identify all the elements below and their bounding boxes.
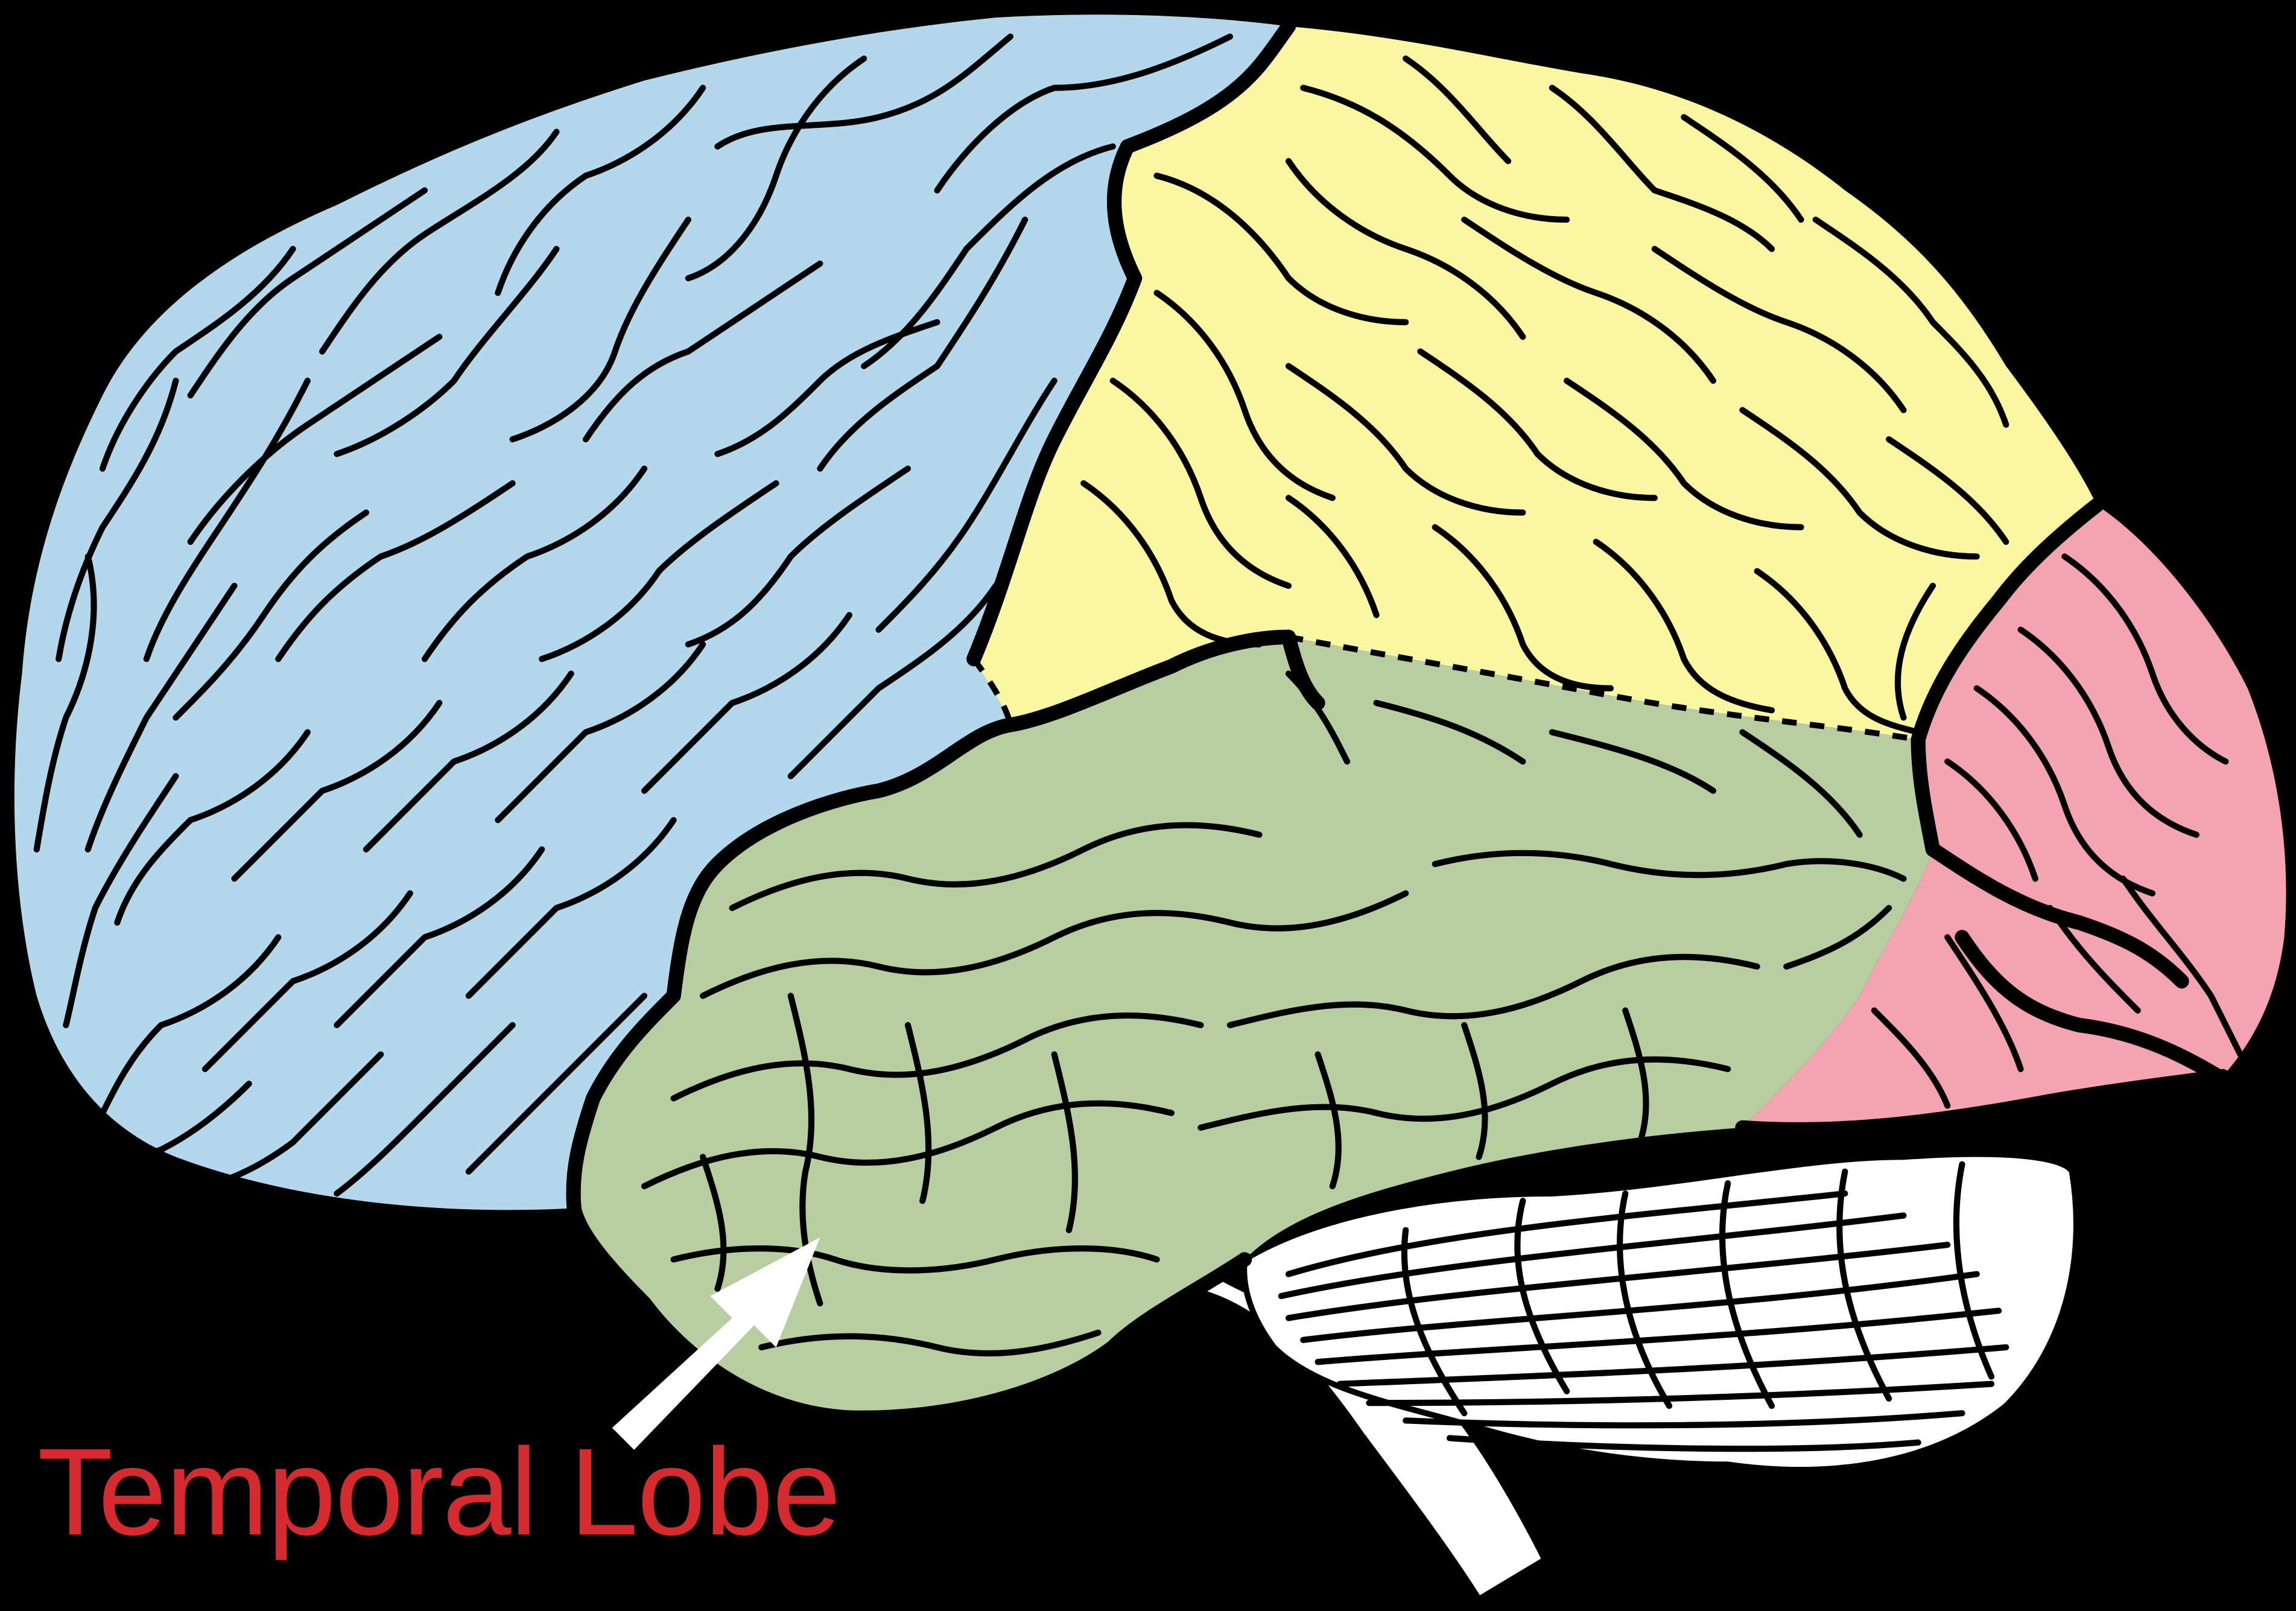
temporal-lobe-label: Temporal Lobe <box>37 1430 840 1554</box>
